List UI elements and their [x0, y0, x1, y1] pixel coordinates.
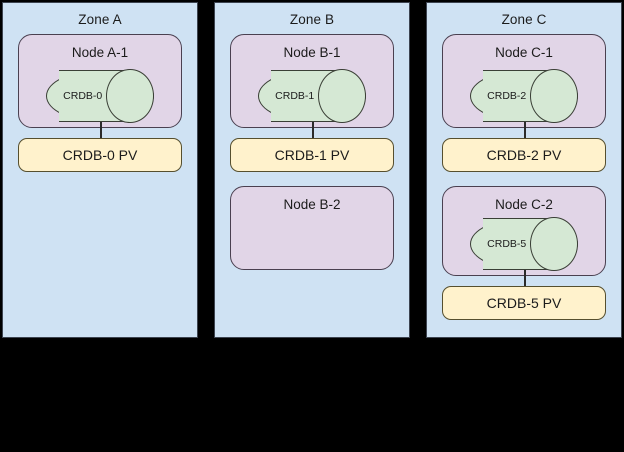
- connector-line-node-c-1: [524, 122, 526, 138]
- database-label: CRDB-2: [487, 90, 527, 102]
- pv-label: CRDB-2 PV: [486, 147, 562, 163]
- pv-label: CRDB-0 PV: [62, 147, 138, 163]
- database-cylinder-crdb-5: CRDB-5: [470, 217, 578, 271]
- node-label: Node C-2: [495, 197, 553, 212]
- persistent-volume-crdb-0-pv: CRDB-0 PV: [18, 138, 182, 172]
- cylinder-end-cap: [318, 69, 366, 123]
- database-cylinder-crdb-1: CRDB-1: [258, 69, 366, 123]
- connector-line-node-a-1: [100, 122, 102, 138]
- persistent-volume-crdb-1-pv: CRDB-1 PV: [230, 138, 394, 172]
- cylinder-end-cap: [530, 69, 578, 123]
- pv-label: CRDB-1 PV: [274, 147, 350, 163]
- persistent-volume-crdb-5-pv: CRDB-5 PV: [442, 286, 606, 320]
- connector-line-node-b-1: [312, 122, 314, 138]
- database-label: CRDB-1: [275, 90, 315, 102]
- pv-label: CRDB-5 PV: [486, 295, 562, 311]
- cylinder-end-cap: [106, 69, 154, 123]
- database-label: CRDB-5: [487, 238, 527, 250]
- node-label: Node A-1: [71, 45, 129, 60]
- database-label: CRDB-0: [63, 90, 103, 102]
- node-label: Node B-1: [283, 45, 341, 60]
- cylinder-end-cap: [530, 217, 578, 271]
- zone-label: Zone C: [501, 12, 547, 27]
- database-cylinder-crdb-2: CRDB-2: [470, 69, 578, 123]
- node-label: Node C-1: [495, 45, 553, 60]
- node-box-node-b-2: Node B-2: [230, 186, 394, 270]
- connector-line-node-c-2: [524, 270, 526, 286]
- zone-label: Zone B: [289, 12, 335, 27]
- node-label: Node B-2: [283, 197, 341, 212]
- persistent-volume-crdb-2-pv: CRDB-2 PV: [442, 138, 606, 172]
- zone-label: Zone A: [78, 12, 122, 27]
- database-cylinder-crdb-0: CRDB-0: [46, 69, 154, 123]
